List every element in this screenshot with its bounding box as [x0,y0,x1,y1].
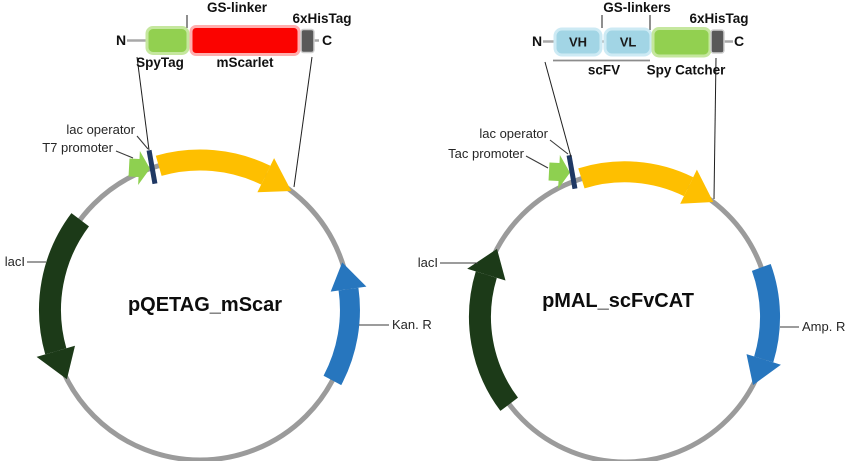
right-promoter-leader-line [525,155,549,169]
right-gs-linkers-label: GS-linkers [603,0,671,15]
left-resistance-arrow-head [330,262,367,292]
right-laci-label: lacI [418,255,438,270]
left-lac-operator-bar [146,149,158,185]
right-histag-label: 6xHisTag [689,11,748,26]
right-spycatcher-label: Spy Catcher [647,63,727,78]
left-operator-leader-line [136,135,149,150]
left-histag-box [300,28,315,54]
right-vh-box [553,27,603,57]
right-resistance-label: Amp. R [802,319,845,334]
left-laci-label: lacI [5,254,25,269]
right-construct: VH VL N C GS-linkers 6xHisTag scFV Spy C… [532,0,749,200]
right-lac-operator-bar [566,154,578,190]
left-histag-label: 6xHisTag [292,11,351,26]
left-spytag-box [145,26,190,55]
left-plasmid-title: pQETAG_mScar [128,294,282,316]
left-construct-to-plasmid-line-n [136,56,150,151]
left-c-terminus-label: C [322,32,332,48]
left-gene-arrow-body [155,149,271,185]
right-gene-arrow-head [680,169,714,204]
right-construct-to-plasmid-line-n [544,61,572,158]
right-panel: lac operator Tac promoter lacI Amp. R pM… [418,0,845,461]
right-scfv-label: scFV [588,63,620,78]
left-promoter-label: T7 promoter [42,140,113,155]
left-gs-linker-label: GS-linker [207,0,268,15]
right-histag-box [710,29,725,54]
right-construct-to-plasmid-line-c [713,57,717,200]
right-plasmid-backbone-circle [477,169,773,461]
left-promoter-arrow [128,151,150,185]
right-operator-leader-line [549,139,569,155]
right-c-terminus-label: C [734,33,744,49]
left-mscarlet-label: mScarlet [216,55,274,70]
right-vl-box [603,27,653,57]
left-plasmid: lac operator T7 promoter lacI Kan. R pQE… [5,122,432,461]
right-plasmid: lac operator Tac promoter lacI Amp. R pM… [418,126,845,461]
right-vl-label: VL [620,35,637,50]
right-resistance-arc-body [751,263,780,363]
right-resistance-arrow-head [746,354,781,386]
left-promoter-leader-line [115,150,134,159]
left-panel: lac operator T7 promoter lacI Kan. R pQE… [5,0,432,461]
right-laci-arrow-head [467,248,506,281]
right-lac-operator-label: lac operator [479,126,548,141]
right-laci-arc-body [469,271,519,411]
left-mscarlet-box [189,25,301,56]
right-plasmid-title: pMAL_scFvCAT [542,290,694,312]
right-n-terminus-label: N [532,33,542,49]
right-vh-label: VH [569,35,587,50]
left-laci-arc-body [39,213,90,355]
left-resistance-arc-body [323,287,360,386]
right-promoter-label: Tac promoter [448,146,525,161]
right-gene-arrow-body [578,161,694,197]
left-construct-to-plasmid-line-c [293,56,313,188]
left-n-terminus-label: N [116,32,126,48]
left-gene-arrow-head [257,158,292,193]
left-laci-arrow-head [36,345,75,380]
left-spytag-label: SpyTag [136,55,184,70]
left-lac-operator-label: lac operator [66,122,135,137]
right-spycatcher-box [651,27,712,58]
right-promoter-arrow [548,155,570,189]
left-resistance-label: Kan. R [392,317,432,332]
left-construct: N C GS-linker 6xHisTag SpyTag mScarlet [116,0,352,188]
